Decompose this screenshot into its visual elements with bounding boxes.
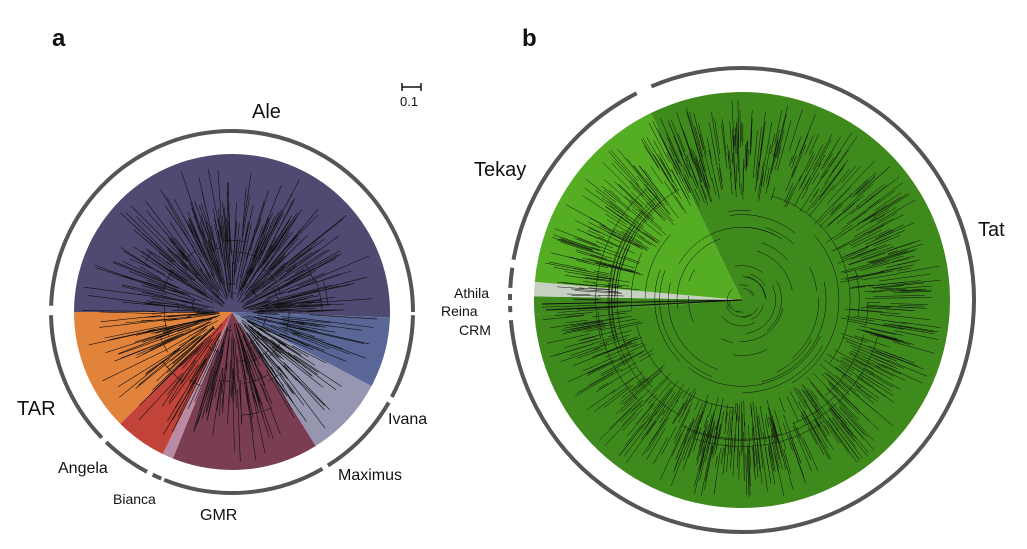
panel-b-ring [507,66,976,534]
scale-bar: 0.1 [400,83,422,109]
label-crm: CRM [459,322,491,338]
panel-b-branches [541,99,942,498]
label-ale: Ale [252,101,281,123]
ring-angela [104,440,148,474]
label-reina: Reina [441,303,478,319]
label-tar: TAR [17,398,56,420]
ring-crm [508,267,515,288]
label-bianca: Bianca [113,491,156,507]
label-maximus: Maximus [338,467,402,484]
label-ivana: Ivana [388,411,427,428]
ring-maximus [326,401,391,468]
label-gmr: GMR [200,507,237,524]
label-tat: Tat [978,219,1005,241]
sector-ale [74,154,390,318]
panel-a-branches [81,168,378,462]
label-angela: Angela [58,460,108,477]
panel-a-sectors [74,154,390,470]
ring-tat [508,66,976,534]
label-athila: Athila [454,285,489,301]
panel-a-ring [49,129,415,495]
ring-ale [49,129,415,313]
sector-bianca [162,312,232,459]
panel-letter-a: a [52,25,66,52]
panel-a-tree [49,129,415,495]
sector-angela [120,312,232,455]
sector-gmr [172,312,316,470]
ring-ivana [390,315,415,398]
ring-tekay [511,91,638,261]
panel-letter-b: b [522,25,537,52]
branch-lines-a [81,168,378,462]
scale-bar-label: 0.1 [400,94,418,109]
ring-tar [49,315,104,440]
ring-gmr [163,467,324,495]
ring-bianca [151,472,163,481]
panel-b-tree [507,66,976,534]
label-tekay: Tekay [474,159,526,181]
branch-spoke-b [541,299,743,311]
